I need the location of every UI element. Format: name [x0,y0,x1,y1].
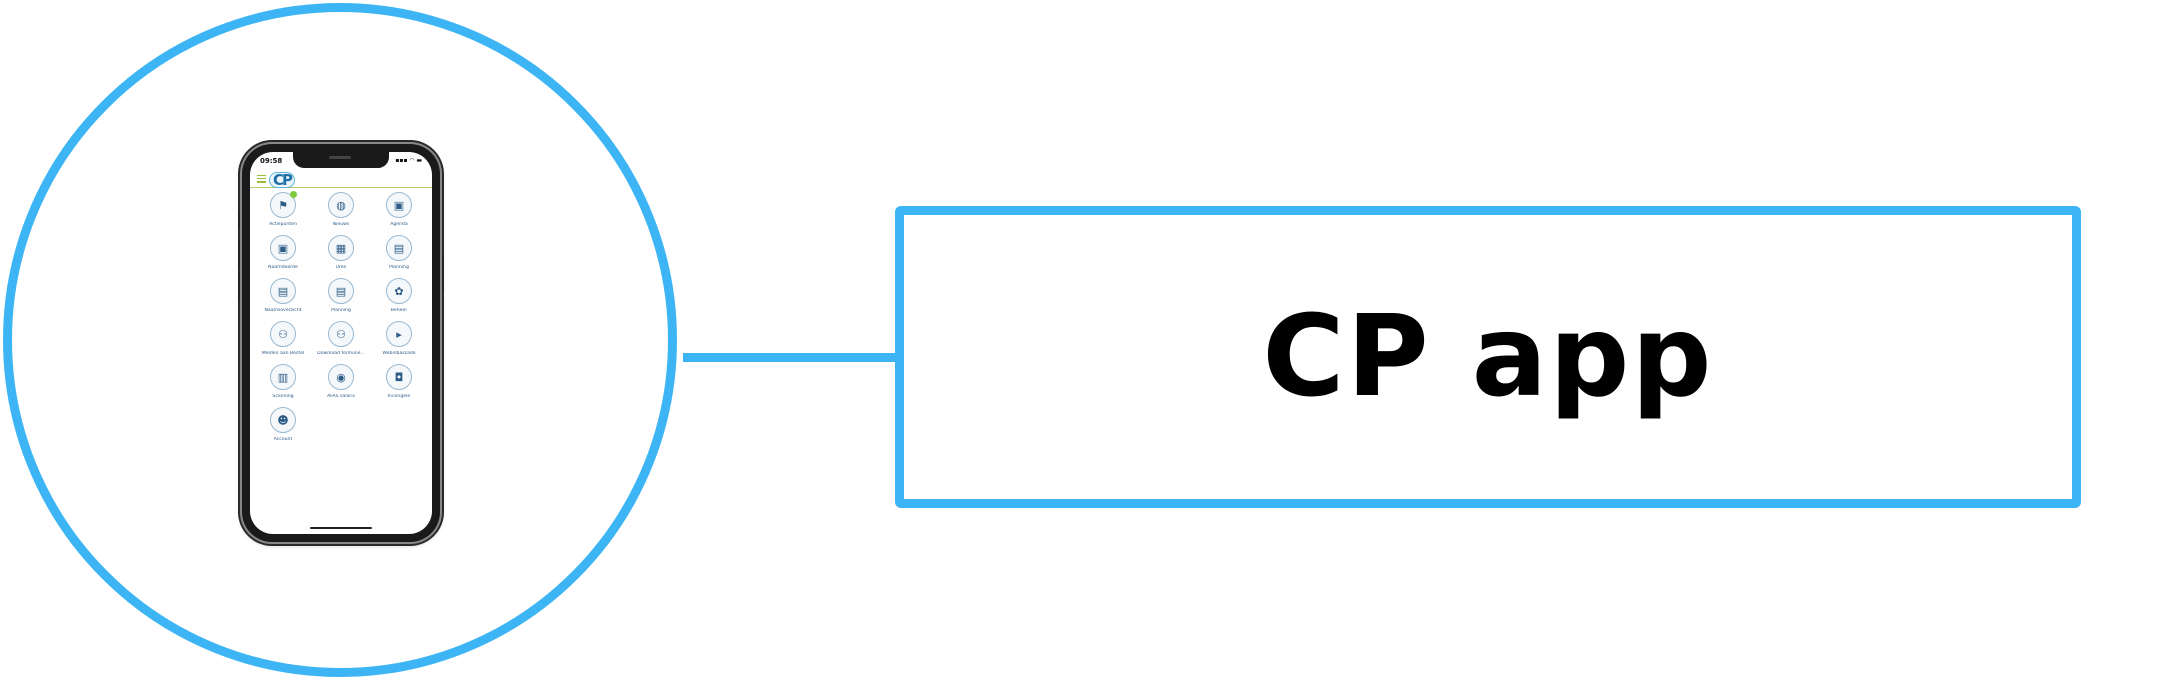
app-tile-label: Naamdoorde [268,265,298,270]
app-tile[interactable]: ◘ Incongele [370,364,428,399]
status-icons: ▪▪▪ ◠ ▬ [395,157,422,164]
flag-icon: ⚑ [270,191,297,218]
app-tile-grid: ⚑ Actiepunten ◍ Nieuws ▣ Agenda ▣ Naamdoorde ▦ Ur… [254,191,428,442]
clipboard-icon: ▤ [270,278,296,304]
app-tile[interactable]: ▥ Scanning [254,364,312,399]
logo-mark: CP [269,172,296,188]
phone-button [238,214,240,228]
app-tile-label: Scanning [272,394,294,399]
app-tile[interactable]: ▸ Webinbassado [370,321,428,356]
clipboard-icon: ▤ [386,235,412,261]
app-tile-label: Account [273,437,293,442]
menu-icon[interactable] [257,175,266,185]
phone-button [442,254,444,292]
person-icon: ☻ [270,407,296,433]
status-bar: 09:58 ▪▪▪ ◠ ▬ [260,157,422,167]
app-tile-label: AFAS salaris [327,394,355,399]
globe-icon: ◍ [328,192,354,218]
app-logo: CP [269,170,296,189]
home-indicator[interactable] [310,526,372,529]
phone-notch [293,152,389,168]
app-tile[interactable]: ☻ Account [254,407,312,442]
app-tile-label: Planning [331,308,351,313]
app-tile-label: Naamsoverzicht [264,308,302,313]
app-tile-label: Nieuws [332,222,350,227]
status-time: 09:58 [260,157,283,165]
app-tile[interactable]: ◉ AFAS salaris [312,364,370,399]
gear-icon: ✿ [386,278,412,304]
label-text: CP app [1262,292,1714,422]
play-icon: ▸ [386,321,412,347]
app-tile[interactable]: ▤ Planning [370,235,428,270]
app-tile-label: Actiepunten [269,222,297,227]
broadcast-icon: ◉ [328,364,354,390]
camera-icon: ◘ [386,364,412,390]
app-tile-label: Webinbassado [382,351,416,356]
app-tile[interactable]: ▤ Planning [312,278,370,313]
app-tile[interactable]: ⚇ Download formulie... [312,321,370,356]
people-icon: ⚇ [328,321,354,347]
app-tile[interactable]: ⚑ Actiepunten [254,191,312,227]
people-icon: ⚇ [270,321,296,347]
app-tile[interactable]: ⚇ Melden aan Bestel [254,321,312,356]
app-header: CP [250,169,432,188]
book-icon: ▥ [270,364,296,390]
clipboard-icon: ▤ [328,278,354,304]
calendar-icon: ▣ [270,235,296,261]
app-tile-label: Agenda [390,222,408,227]
phone-button [238,272,240,298]
app-tile-label: Incongele [387,394,411,399]
notification-badge [290,191,297,198]
app-tile-label: Beheer [390,308,408,313]
calculator-icon: ▦ [328,235,354,261]
phone-button [238,240,240,266]
calendar-icon: ▣ [386,192,412,218]
phone-screen: 09:58 ▪▪▪ ◠ ▬ CP ⚑ Actiepunten ◍ Nieuws ▣ Age… [250,152,432,534]
app-tile[interactable]: ✿ Beheer [370,278,428,313]
connector-line [683,353,898,362]
app-tile-label: Melden aan Bestel [261,351,305,356]
app-tile[interactable]: ▣ Agenda [370,192,428,227]
label-box: CP app [895,206,2081,508]
app-tile-label: Download formulie... [317,351,365,356]
phone-mockup: 09:58 ▪▪▪ ◠ ▬ CP ⚑ Actiepunten ◍ Nieuws ▣ Age… [238,144,444,542]
app-tile[interactable]: ▤ Naamsoverzicht [254,278,312,313]
app-tile[interactable]: ◍ Nieuws [312,192,370,227]
app-tile[interactable]: ▦ Uren [312,235,370,270]
app-tile[interactable]: ▣ Naamdoorde [254,235,312,270]
app-tile-label: Planning [389,265,409,270]
app-tile-label: Uren [335,265,347,270]
